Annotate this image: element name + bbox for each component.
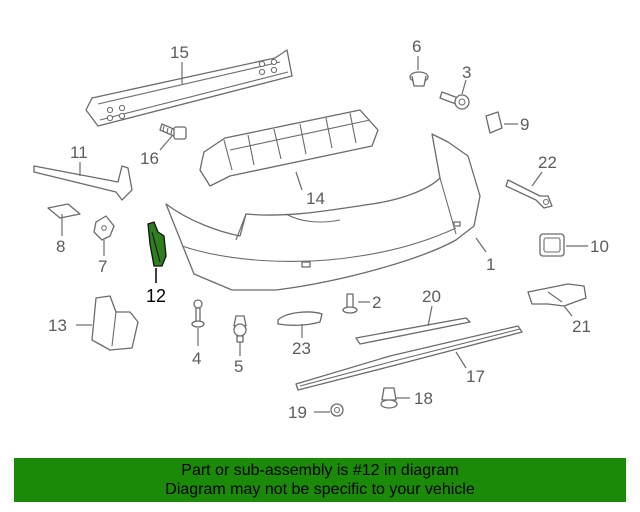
part-11-rail	[33, 165, 133, 201]
part-23-reflector	[277, 311, 323, 326]
part-8-pad	[47, 203, 81, 219]
callout-7: 7	[98, 257, 107, 276]
part-15-reinforcement	[85, 49, 293, 127]
banner-line-1: Part or sub-assembly is #12 in diagram	[181, 462, 459, 479]
callout-labels: 1 2 3 4 5 6 7 8 9 10 11 12 13 14 15 16 1…	[48, 37, 609, 422]
callout-18: 18	[414, 389, 433, 408]
part-14-absorber	[199, 109, 379, 187]
callout-10: 10	[590, 237, 609, 256]
part-12-bracket	[147, 221, 167, 267]
part-3-screw	[439, 91, 470, 110]
callout-11: 11	[70, 143, 88, 162]
callout-12: 12	[146, 286, 166, 306]
part-20-molding	[355, 317, 471, 345]
part-4-bolt	[191, 299, 205, 328]
callout-22: 22	[538, 153, 557, 172]
callout-16: 16	[140, 149, 159, 168]
callout-1: 1	[486, 255, 495, 274]
part-19-nut	[330, 403, 344, 417]
callout-2: 2	[372, 293, 381, 312]
callout-23: 23	[292, 339, 311, 358]
part-9-cap	[485, 111, 503, 134]
callout-9: 9	[520, 115, 529, 134]
parts-diagram: 1 2 3 4 5 6 7 8 9 10 11 12 13 14 15 16 1…	[33, 37, 609, 422]
callout-5: 5	[234, 357, 243, 376]
callout-17: 17	[466, 367, 485, 386]
part-22-retainer	[505, 179, 553, 209]
callout-19: 19	[288, 403, 307, 422]
part-16-bolt	[159, 123, 187, 140]
part-1-bumper-cover	[165, 133, 481, 291]
callout-14: 14	[306, 189, 325, 208]
part-10-lamp	[539, 233, 565, 257]
callout-21: 21	[572, 317, 591, 336]
callout-8: 8	[56, 237, 65, 256]
part-2-clip	[342, 293, 358, 314]
banner-line-2: Diagram may not be specific to your vehi…	[165, 481, 475, 498]
callout-3: 3	[462, 63, 471, 82]
part-18-clip	[380, 387, 398, 409]
callout-13: 13	[48, 316, 67, 335]
part-7-bracket	[93, 215, 115, 241]
leader-lines	[61, 56, 588, 413]
part-21-garnish	[527, 283, 587, 307]
info-banner: Part or sub-assembly is #12 in diagram D…	[14, 458, 626, 502]
part-5-nut	[233, 315, 247, 343]
part-13-cover	[91, 295, 139, 351]
callout-4: 4	[192, 349, 201, 368]
callout-20: 20	[422, 287, 441, 306]
callout-6: 6	[412, 37, 421, 56]
part-6-clip	[409, 71, 429, 87]
part-17-lower-molding	[295, 325, 523, 391]
callout-15: 15	[170, 43, 189, 62]
